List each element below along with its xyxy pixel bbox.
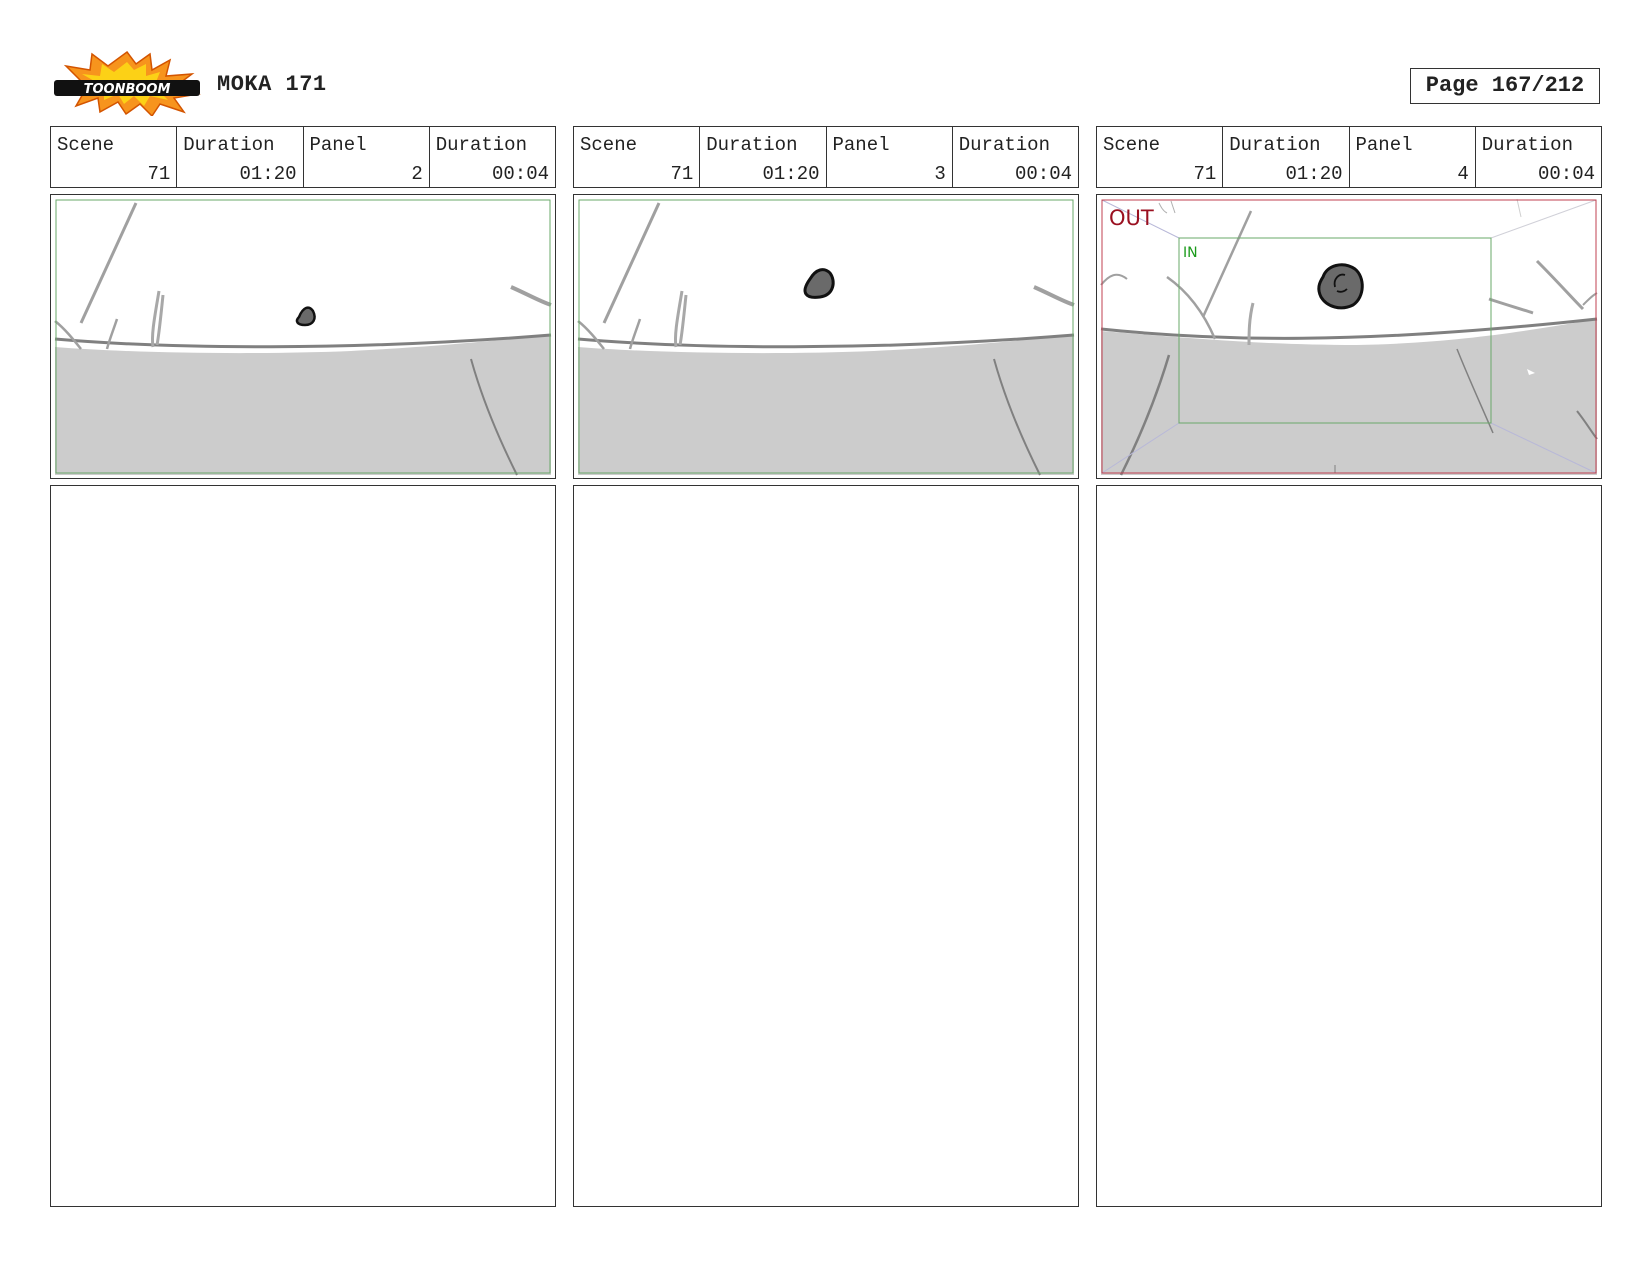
panel-cell: Panel 3 [827, 127, 953, 187]
duration-label: Duration [1481, 134, 1573, 156]
scene-value: 71 [147, 163, 171, 185]
duration-label: Duration [1229, 134, 1321, 156]
panel-value: 4 [1457, 163, 1469, 185]
panel-label: Panel [309, 134, 367, 156]
panel-column-4: Scene 71 Duration 01:20 Panel 4 Duration… [1096, 126, 1602, 1207]
panel-cell: Panel 4 [1350, 127, 1476, 187]
scene-label: Scene [1103, 134, 1161, 156]
scene-duration-cell: Duration 01:20 [700, 127, 827, 187]
logo-wordmark: TOONBOOM [84, 82, 171, 97]
scene-label: Scene [580, 134, 638, 156]
panel-label: Panel [1355, 134, 1413, 156]
storyboard-frame [50, 194, 556, 479]
scene-duration-cell: Duration 01:20 [1223, 127, 1350, 187]
notes-area[interactable] [573, 485, 1079, 1207]
page-indicator: Page 167/212 [1410, 68, 1600, 104]
storyboard-drawing: OUT IN [1100, 198, 1598, 476]
panel-duration-value: 00:04 [491, 163, 549, 185]
scene-duration-value: 01:20 [762, 163, 820, 185]
panel-info-table: Scene 71 Duration 01:20 Panel 3 Duration… [573, 126, 1079, 188]
duration-label: Duration [958, 134, 1050, 156]
duration-label: Duration [435, 134, 527, 156]
notes-area[interactable] [50, 485, 556, 1207]
scene-duration-cell: Duration 01:20 [177, 127, 304, 187]
panel-column-3: Scene 71 Duration 01:20 Panel 3 Duration… [573, 126, 1079, 1207]
panel-duration-cell: Duration 00:04 [430, 127, 555, 187]
panel-value: 3 [934, 163, 946, 185]
scene-label: Scene [57, 134, 115, 156]
scene-duration-value: 01:20 [1285, 163, 1343, 185]
toonboom-logo: TOONBOOM [52, 50, 202, 118]
camera-out-label: OUT [1109, 206, 1154, 230]
panel-label: Panel [832, 134, 890, 156]
notes-area[interactable] [1096, 485, 1602, 1207]
panel-duration-value: 00:04 [1014, 163, 1072, 185]
panel-duration-cell: Duration 00:04 [953, 127, 1078, 187]
panel-duration-cell: Duration 00:04 [1476, 127, 1601, 187]
panel-value: 2 [411, 163, 423, 185]
scene-cell: Scene 71 [1097, 127, 1224, 187]
storyboard-drawing [54, 199, 552, 476]
panel-cell: Panel 2 [304, 127, 430, 187]
panel-info-table: Scene 71 Duration 01:20 Panel 2 Duration… [50, 126, 556, 188]
camera-in-label: IN [1183, 245, 1198, 261]
scene-duration-value: 01:20 [239, 163, 297, 185]
panel-info-table: Scene 71 Duration 01:20 Panel 4 Duration… [1096, 126, 1602, 188]
scene-cell: Scene 71 [51, 127, 178, 187]
storyboard-frame: OUT IN [1096, 194, 1602, 479]
storyboard-frame [573, 194, 1079, 479]
panel-column-2: Scene 71 Duration 01:20 Panel 2 Duration… [50, 126, 556, 1207]
duration-label: Duration [706, 134, 798, 156]
scene-value: 71 [1193, 163, 1217, 185]
duration-label: Duration [183, 134, 275, 156]
storyboard-drawing [577, 199, 1075, 476]
document-title: MOKA 171 [217, 72, 327, 97]
panel-duration-value: 00:04 [1537, 163, 1595, 185]
scene-cell: Scene 71 [574, 127, 701, 187]
scene-value: 71 [670, 163, 694, 185]
